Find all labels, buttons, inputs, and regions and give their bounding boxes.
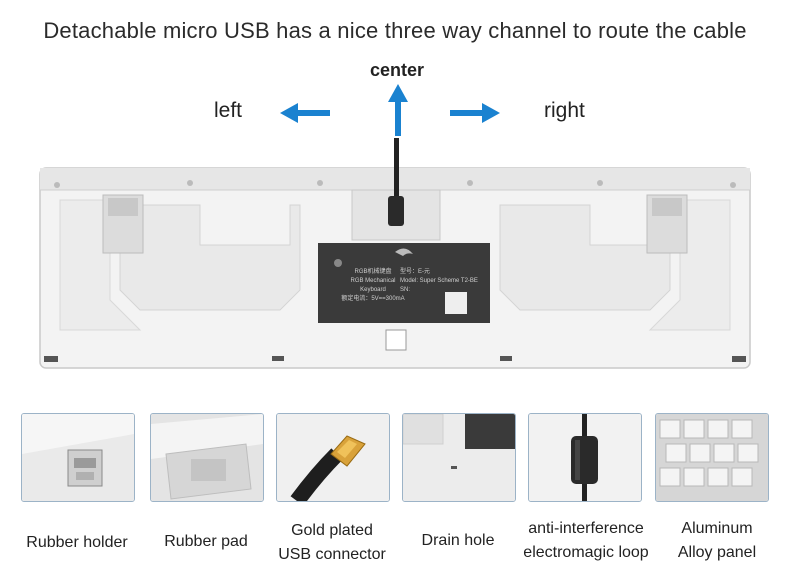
plate-line: RGB Mechanical Keyboard <box>350 278 396 293</box>
label-left: left <box>214 99 243 122</box>
caption-line: Rubber holder <box>26 534 128 551</box>
caption-line: Drain hole <box>421 532 495 549</box>
thumb-drain-hole <box>402 413 516 502</box>
plate-line: Model: Super Scheme T2-BE <box>400 278 478 284</box>
rubber-holder-icon <box>22 414 134 501</box>
thumb-aluminum-panel <box>655 413 769 502</box>
label-plate-right: 型号：E-元 Model: Super Scheme T2-BE SN: <box>400 268 480 295</box>
thumb-gold-usb <box>276 413 390 502</box>
caption-line: Rubber pad <box>164 533 248 550</box>
thumb-ferrite-loop <box>528 413 642 502</box>
thumb-rubber-pad <box>150 413 264 502</box>
caption-gold-usb: Gold plated USB connector <box>266 519 398 567</box>
headline: Detachable micro USB has a nice three wa… <box>43 18 747 43</box>
drain-hole-icon <box>403 414 515 501</box>
caption-rubber-pad: Rubber pad <box>143 530 269 554</box>
rubber-pad-icon <box>151 414 263 501</box>
caption-line: Alloy panel <box>677 544 757 561</box>
usb-connector-icon <box>277 414 389 501</box>
plate-line: RGB机械键盘 <box>354 269 392 275</box>
arrow-right-icon <box>450 103 500 123</box>
arrow-up-icon <box>388 84 408 136</box>
caption-line: Gold plated <box>291 522 373 539</box>
caption-line: Aluminum <box>681 520 753 537</box>
caption-line: electromagic loop <box>523 544 649 561</box>
aluminum-panel-icon <box>656 414 768 501</box>
plate-line: SN: <box>400 287 411 293</box>
thumb-rubber-holder <box>21 413 135 502</box>
arrow-left-icon <box>280 103 330 123</box>
caption-rubber-holder: Rubber holder <box>14 531 140 555</box>
caption-ferrite-loop: anti-interference electromagic loop <box>512 517 660 565</box>
caption-line: anti-interference <box>528 520 644 537</box>
keyboard-back-illustration <box>39 84 751 369</box>
caption-aluminum-panel: Aluminum Alloy panel <box>654 517 780 565</box>
caption-line: USB connector <box>278 546 386 563</box>
ferrite-loop-icon <box>529 414 641 501</box>
label-plate-left: RGB机械键盘 RGB Mechanical Keyboard 额定电流：5V=… <box>338 268 408 304</box>
plate-line: 额定电流：5V==300mA <box>341 296 405 302</box>
label-center: center <box>370 60 425 80</box>
plate-line: 型号：E-元 <box>400 269 431 275</box>
keyboard-body <box>39 138 751 369</box>
label-right: right <box>544 99 585 122</box>
caption-drain-hole: Drain hole <box>395 529 521 553</box>
